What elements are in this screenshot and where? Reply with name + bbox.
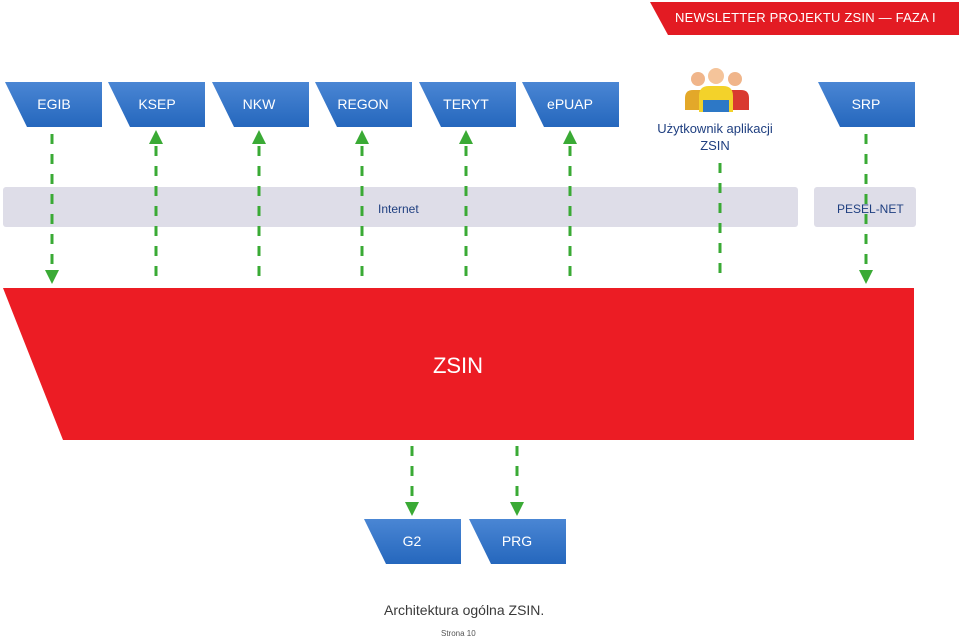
user-label: Użytkownik aplikacji ZSIN	[635, 120, 795, 154]
pesel-net-label: PESEL-NET	[837, 202, 904, 216]
zsin-core-block	[3, 288, 914, 440]
arrow-regon-head	[355, 130, 369, 144]
newsletter-title: NEWSLETTER PROJEKTU ZSIN — FAZA I	[675, 10, 936, 25]
system-regon-label: REGON	[337, 96, 389, 112]
output-g2-label: G2	[402, 533, 422, 549]
system-srp-label: SRP	[851, 96, 881, 112]
system-nkw-label: NKW	[242, 96, 276, 112]
system-ksep-label: KSEP	[138, 96, 176, 112]
arrow-egib-head	[45, 270, 59, 284]
arrow-g2-head	[405, 502, 419, 516]
internet-band	[3, 187, 798, 227]
arrow-epuap-head	[563, 130, 577, 144]
output-prg-label: PRG	[501, 533, 533, 549]
zsin-core-label: ZSIN	[432, 353, 484, 378]
system-epuap-label: ePUAP	[547, 96, 593, 112]
user-label-line2: ZSIN	[700, 138, 730, 153]
arrow-nkw-head	[252, 130, 266, 144]
diagram-caption: Architektura ogólna ZSIN.	[384, 602, 545, 618]
system-egib-label: EGIB	[37, 96, 71, 112]
arrow-ksep-head	[149, 130, 163, 144]
users-icon	[685, 68, 749, 112]
arrow-srp-head	[859, 270, 873, 284]
page-number: Strona 10	[441, 629, 476, 638]
arrow-prg-head	[510, 502, 524, 516]
arrow-teryt-head	[459, 130, 473, 144]
internet-label: Internet	[378, 202, 419, 216]
user-label-line1: Użytkownik aplikacji	[657, 121, 773, 136]
header-banner	[650, 2, 959, 35]
system-teryt-label: TERYT	[443, 96, 489, 112]
